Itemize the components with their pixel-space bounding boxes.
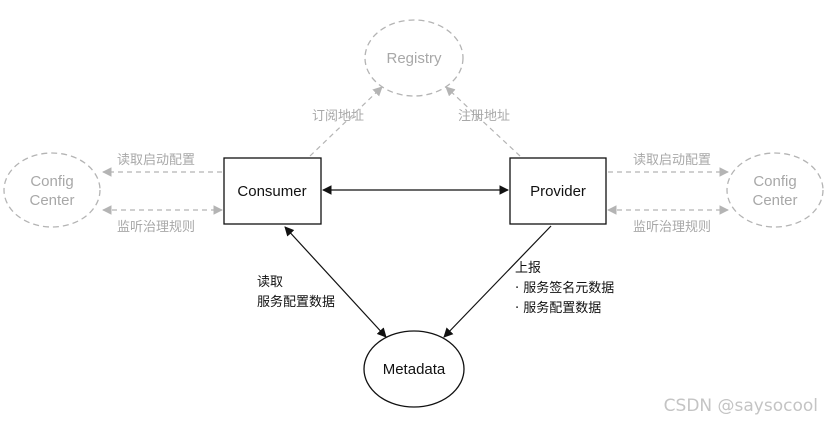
edge-consumer-metadata: [284, 226, 387, 338]
config-center-right-label-line2: Center: [752, 192, 797, 209]
edge-label-consumer-metadata-line1: 读取: [257, 275, 283, 290]
provider-label: Provider: [530, 183, 586, 200]
edge-label-read-startup-config-left: 读取启动配置: [117, 153, 195, 168]
metadata-label: Metadata: [383, 361, 446, 378]
config-center-right-node: [726, 152, 824, 228]
consumer-label: Consumer: [237, 183, 306, 200]
edge-label-subscribe: 订阅地址: [312, 109, 364, 124]
edge-label-register: 注册地址: [458, 109, 510, 124]
edge-provider-registry: [445, 86, 521, 157]
edge-label-provider-metadata-line2: · 服务签名元数据: [515, 280, 614, 296]
edge-label-listen-rules-left: 监听治理规则: [117, 220, 195, 235]
consumer-node: [223, 157, 322, 225]
edge-label-consumer-metadata-line2: 服务配置数据: [257, 294, 335, 310]
edge-consumer-registry: [309, 86, 383, 157]
registry-node: [364, 19, 464, 97]
edge-label-listen-rules-right: 监听治理规则: [633, 220, 711, 235]
config-center-left-label-line2: Center: [29, 192, 74, 209]
config-center-right-label-line1: Config: [753, 173, 796, 190]
edge-label-provider-metadata-line3: · 服务配置数据: [515, 300, 601, 316]
edge-provider-metadata: [443, 225, 552, 338]
config-center-left-node: [3, 152, 101, 228]
metadata-node: [363, 330, 465, 408]
config-center-left-label-line1: Config: [30, 173, 73, 190]
provider-node: [509, 157, 607, 225]
registry-label: Registry: [386, 50, 442, 67]
watermark: CSDN @saysocool: [663, 396, 818, 416]
edge-label-provider-metadata-line1: 上报: [515, 261, 541, 276]
edge-label-read-startup-config-right: 读取启动配置: [633, 153, 711, 168]
